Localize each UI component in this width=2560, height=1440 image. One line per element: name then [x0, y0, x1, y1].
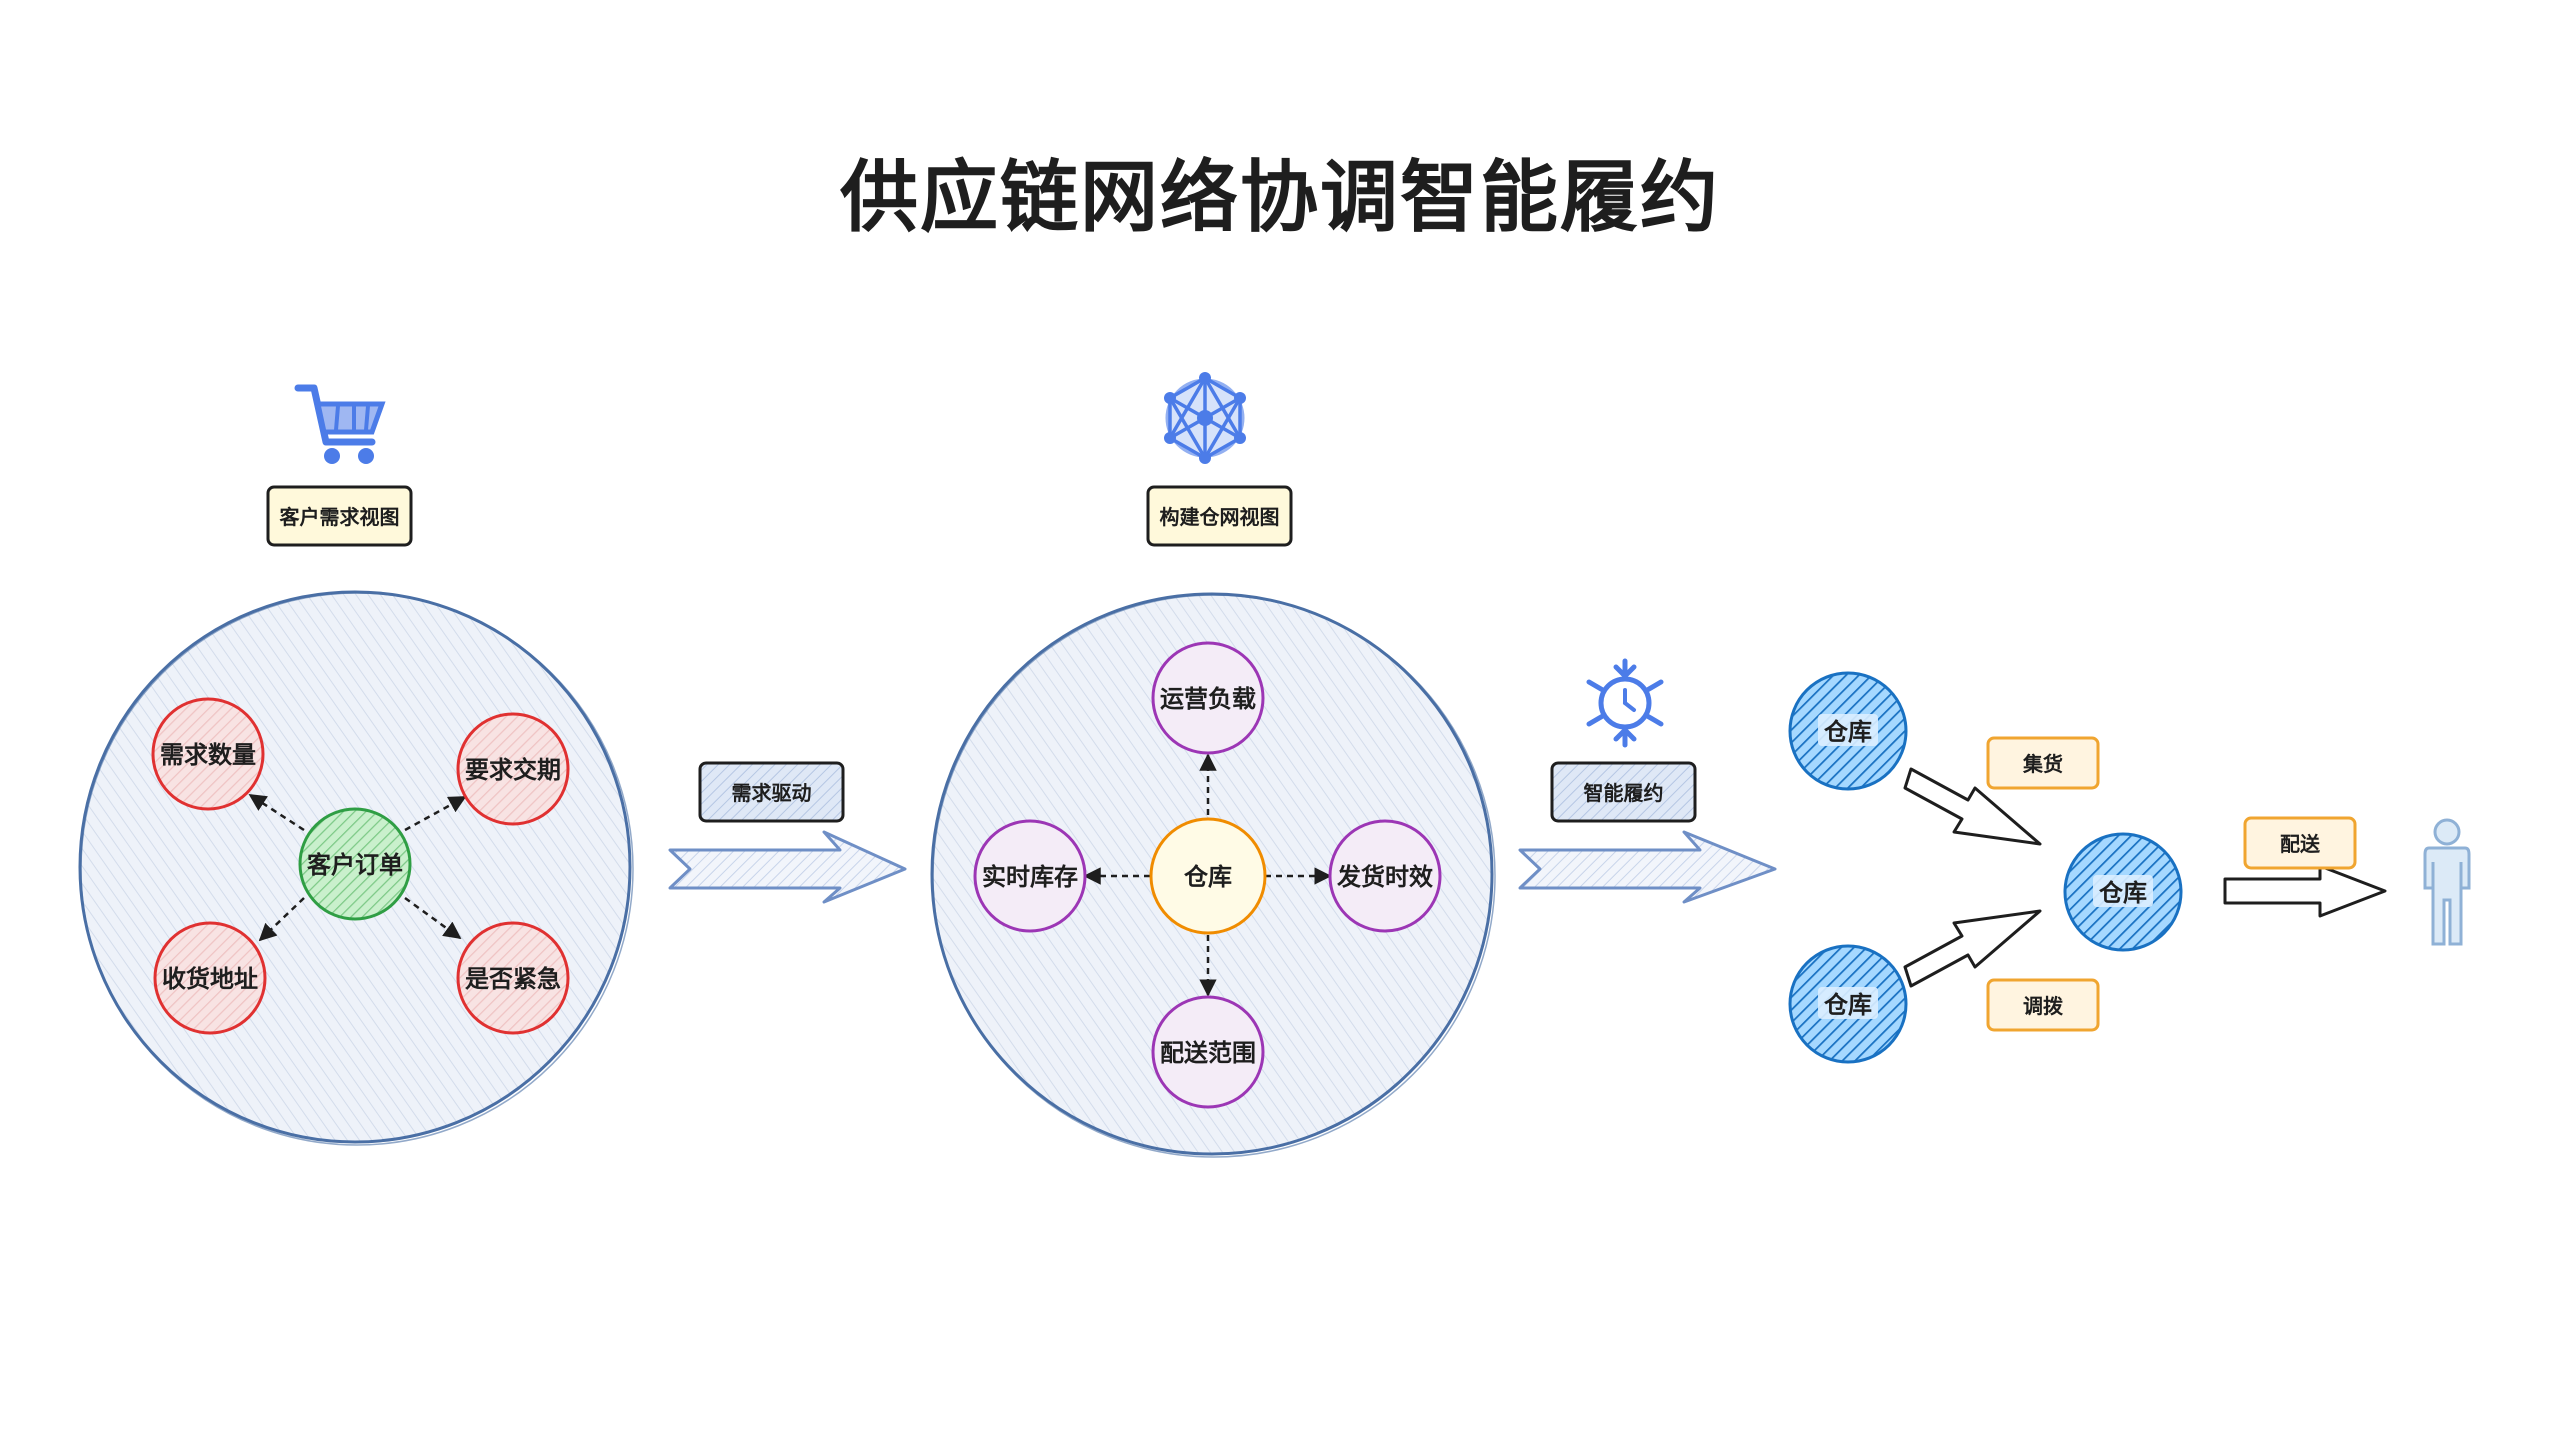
intelligent-fulfillment-arrow [1518, 830, 1777, 904]
demand-driven-label-box: 需求驱动 [698, 761, 845, 823]
is-urgent-node: 是否紧急 [456, 921, 570, 1035]
warehouse-hub-node: 仓库 [2063, 832, 2183, 952]
demand-quantity-node: 需求数量 [151, 697, 265, 811]
warehouse-view-label-box: 构建仓网视图 [1146, 485, 1293, 547]
person-icon [2423, 818, 2471, 946]
customer-view-label-box: 客户需求视图 [266, 485, 413, 547]
transfer-label: 调拨 [2023, 994, 2064, 1018]
collect-label: 集货 [2022, 752, 2063, 776]
customer-view-connectors [248, 793, 467, 942]
intelligent-fulfillment-label-box: 智能履约 [1550, 761, 1697, 823]
snowflake-clock-icon [1586, 658, 1664, 748]
delivery-address-label: 收货地址 [162, 965, 258, 993]
delivery-range-node: 配送范围 [1151, 995, 1265, 1109]
customer-order-node: 客户订单 [298, 807, 412, 921]
customer-view-label: 客户需求视图 [279, 505, 400, 529]
delivery-range-label: 配送范围 [1160, 1039, 1256, 1067]
warehouse-bottom-node: 仓库 [1788, 944, 1908, 1064]
warehouse-bottom-label: 仓库 [1823, 991, 1872, 1019]
collect-label-box: 集货 [1986, 736, 2100, 790]
warehouse-view-connectors [1083, 753, 1332, 997]
shipping-timeliness-node: 发货时效 [1328, 819, 1442, 933]
deliver-arrow [2223, 864, 2387, 918]
shopping-cart-icon [294, 384, 386, 464]
deliver-label-box: 配送 [2243, 816, 2357, 870]
transfer-label-box: 调拨 [1986, 978, 2100, 1032]
shipping-timeliness-label: 发货时效 [1336, 863, 1433, 891]
warehouse-top-label: 仓库 [1823, 718, 1872, 746]
collect-arrow [1903, 767, 2042, 846]
operational-load-label: 运营负载 [1160, 685, 1256, 713]
delivery-address-node: 收货地址 [153, 921, 267, 1035]
is-urgent-label: 是否紧急 [465, 965, 561, 993]
page-title: 供应链网络协调智能履约 [839, 153, 1720, 243]
warehouse-center-node: 仓库 [1149, 817, 1267, 935]
demand-driven-arrow [668, 830, 907, 904]
warehouse-top-node: 仓库 [1788, 671, 1908, 791]
deliver-label: 配送 [2280, 832, 2321, 856]
warehouse-hub-label: 仓库 [2098, 879, 2147, 907]
demand-driven-label: 需求驱动 [732, 781, 812, 805]
realtime-inventory-node: 实时库存 [973, 819, 1087, 933]
customer-order-label: 客户订单 [307, 851, 403, 879]
warehouse-view-label: 构建仓网视图 [1160, 505, 1280, 529]
required-delivery-label: 要求交期 [465, 756, 561, 784]
network-graph-icon [1164, 372, 1246, 464]
required-delivery-node: 要求交期 [456, 712, 570, 826]
demand-quantity-label: 需求数量 [160, 741, 256, 769]
intelligent-fulfillment-label: 智能履约 [1584, 781, 1664, 805]
operational-load-node: 运营负载 [1151, 641, 1265, 755]
transfer-arrow [1903, 909, 2042, 988]
warehouse-center-label: 仓库 [1183, 863, 1232, 891]
realtime-inventory-label: 实时库存 [982, 863, 1078, 891]
